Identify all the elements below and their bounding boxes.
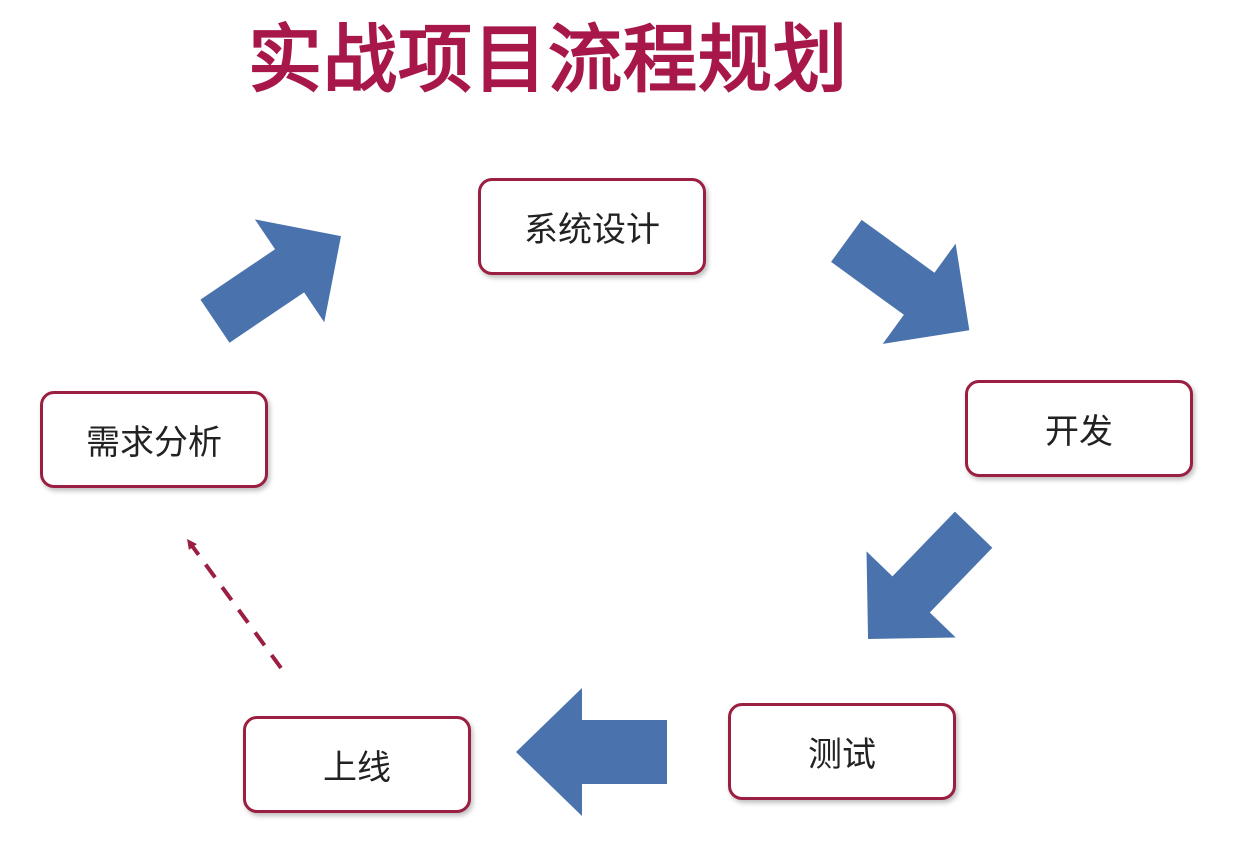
step-label: 测试 [808, 735, 876, 775]
arrow-dev-to-test [866, 511, 993, 639]
step-label: 上线 [323, 748, 391, 788]
arrow-launch-to-requirements [187, 538, 283, 670]
step-requirements-analysis: 需求分析 [40, 391, 268, 488]
step-label: 需求分析 [86, 423, 222, 463]
step-label: 开发 [1045, 412, 1113, 452]
arrow-requirements-to-design [200, 219, 341, 343]
step-label: 系统设计 [524, 210, 660, 250]
step-testing: 测试 [728, 703, 956, 800]
arrow-design-to-dev [831, 219, 970, 344]
page-title: 实战项目流程规划 [248, 17, 848, 103]
step-launch: 上线 [243, 716, 471, 813]
arrow-test-to-launch [516, 688, 667, 816]
step-development: 开发 [965, 380, 1193, 477]
step-system-design: 系统设计 [478, 178, 706, 275]
